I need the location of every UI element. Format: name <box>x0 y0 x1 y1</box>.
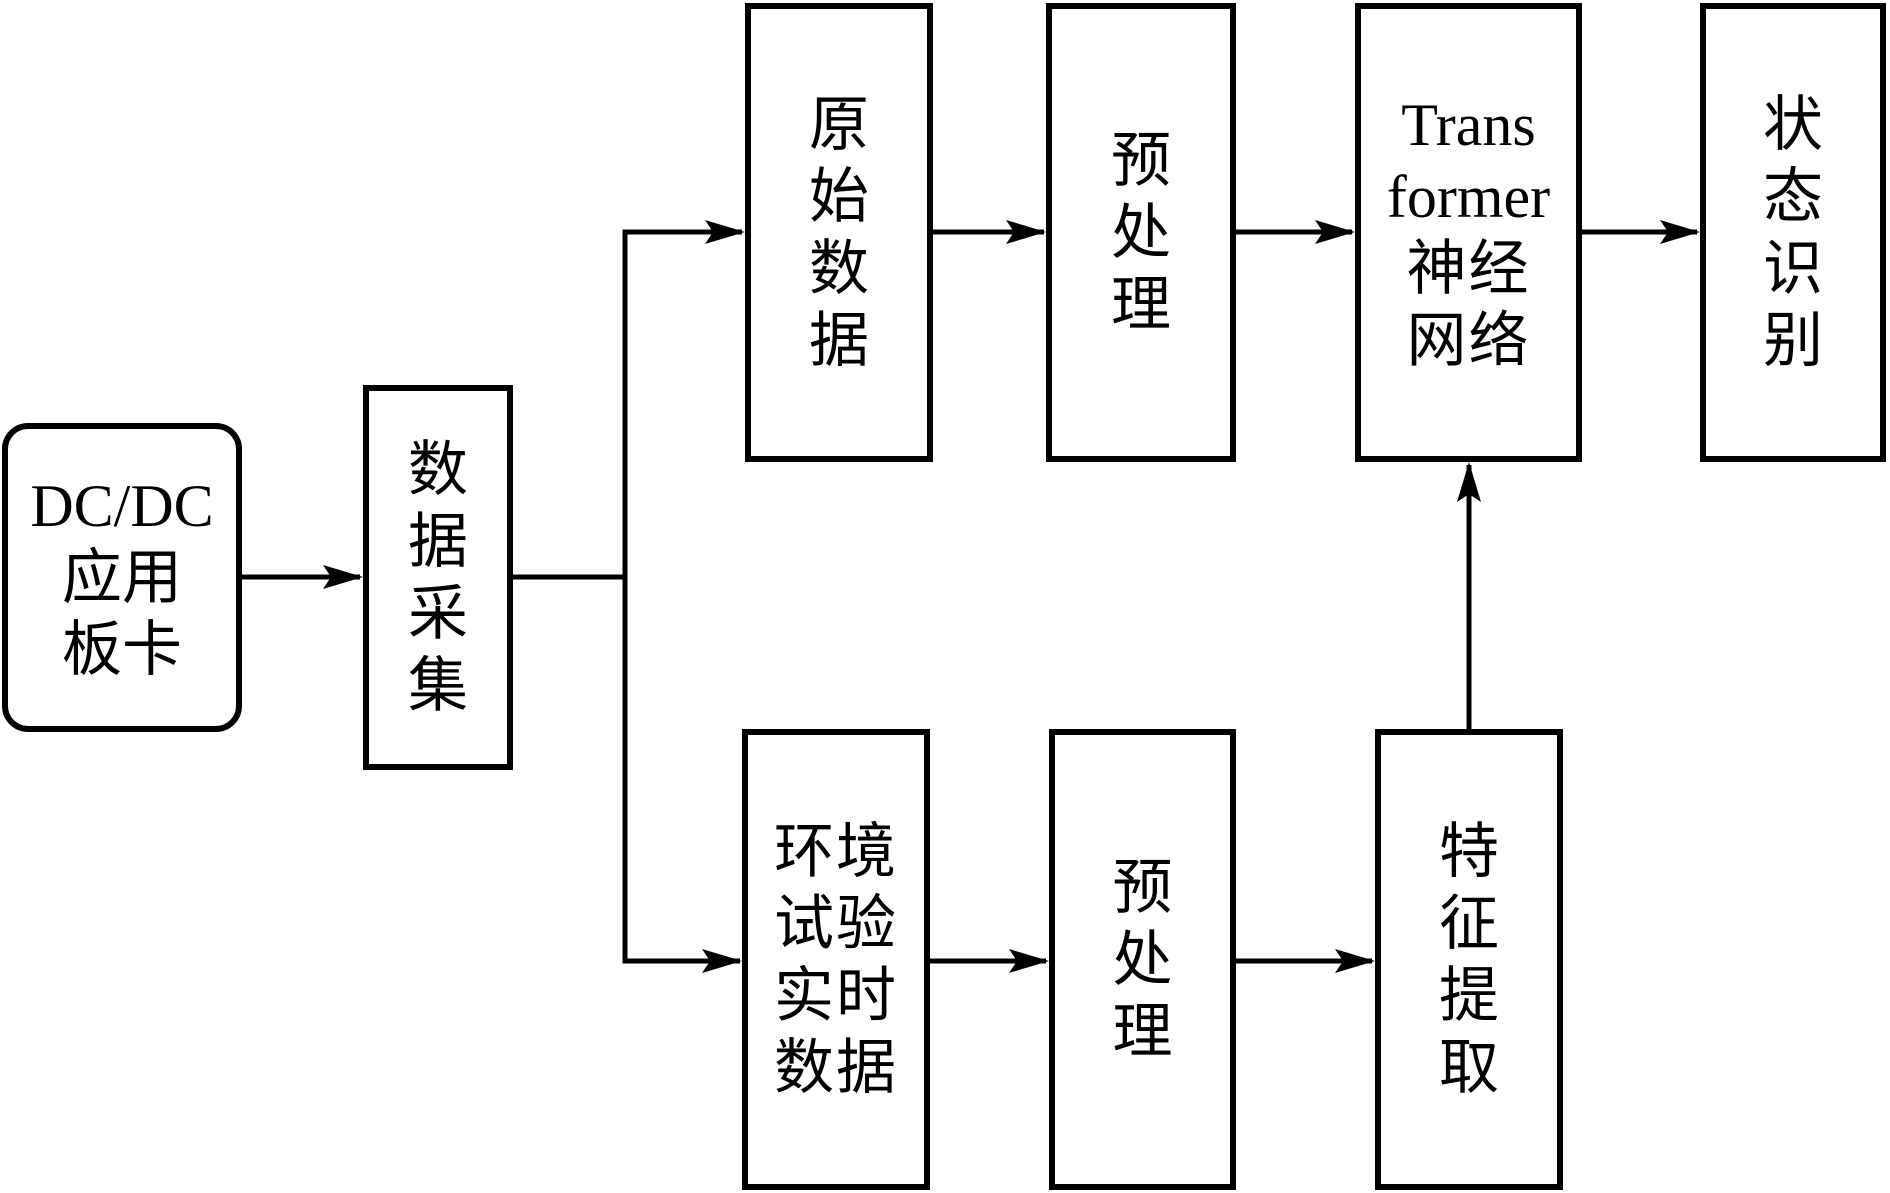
arrowhead <box>1006 220 1046 244</box>
node-preprocess-bottom-label: 预处理 <box>1112 854 1173 1065</box>
node-env-test-data: 环境试验实时数据 <box>742 729 930 1190</box>
node-data-acquisition: 数据采集 <box>363 385 513 770</box>
node-preprocess-bottom: 预处理 <box>1049 729 1236 1190</box>
node-transformer: Trans former 神经网络 <box>1355 3 1582 462</box>
node-state-recognition-label: 状态识别 <box>1763 91 1823 374</box>
node-transformer-label-line3: 神经网络 <box>1406 235 1531 374</box>
node-raw-data-label: 原始数据 <box>809 91 869 374</box>
node-transformer-label-line1: Trans <box>1401 91 1536 158</box>
arrowhead <box>1009 949 1049 973</box>
arrowhead <box>1660 220 1700 244</box>
node-feature-extraction: 特征提取 <box>1375 729 1563 1190</box>
arrow-acquisition-to-env-data <box>622 577 740 964</box>
arrowhead <box>1335 949 1375 973</box>
arrowhead <box>702 949 742 973</box>
node-transformer-label-line2: former <box>1386 163 1551 230</box>
arrowhead <box>323 565 363 589</box>
node-preprocess-top-label: 预处理 <box>1111 127 1171 338</box>
node-raw-data: 原始数据 <box>745 3 933 462</box>
arrowhead <box>705 220 745 244</box>
node-feature-extraction-label: 特征提取 <box>1439 818 1499 1101</box>
node-preprocess-top: 预处理 <box>1046 3 1236 462</box>
arrowhead <box>1315 220 1355 244</box>
node-state-recognition: 状态识别 <box>1700 3 1886 462</box>
node-data-acquisition-label: 数据采集 <box>408 436 468 719</box>
arrowhead <box>1457 462 1481 502</box>
arrow-acquisition-to-raw-data <box>622 229 742 577</box>
node-env-test-data-label: 环境试验实时数据 <box>774 818 898 1101</box>
